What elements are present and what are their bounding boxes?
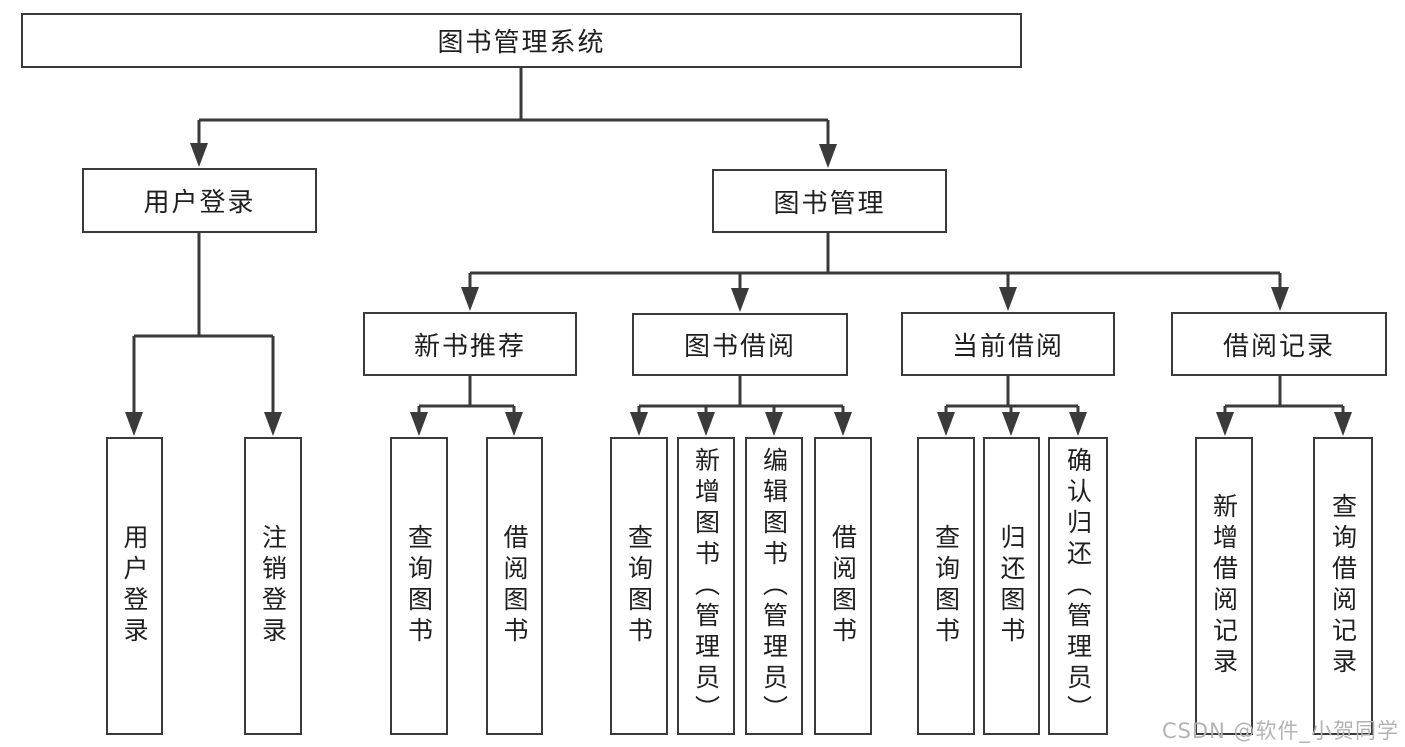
arrowhead <box>190 143 208 167</box>
leaf-query-books-1: 查询图书 <box>390 437 448 735</box>
connector-user-login <box>132 233 275 415</box>
leaf-add-borrow-record: 新增借阅记录 <box>1195 437 1253 735</box>
leaf-query-books-2: 查询图书 <box>610 437 668 735</box>
connector-root <box>197 68 830 147</box>
arrowhead <box>461 287 479 311</box>
arrowhead <box>630 412 648 436</box>
node-current-borrowing: 当前借阅 <box>901 312 1115 376</box>
leaf-return-book: 归还图书 <box>983 437 1040 735</box>
leaf-query-borrow-record-label: 查询借阅记录 <box>1328 493 1358 679</box>
node-borrowing-records-label: 借阅记录 <box>1222 331 1335 362</box>
node-book-management: 图书管理 <box>712 169 947 233</box>
node-new-book-recommend-label: 新书推荐 <box>413 331 526 362</box>
connector-current-borrowing <box>944 376 1080 415</box>
leaf-borrow-books-2: 借阅图书 <box>814 437 872 735</box>
node-borrowing-records: 借阅记录 <box>1171 312 1387 376</box>
arrowhead <box>1002 412 1020 436</box>
leaf-query-books-3-label: 查询图书 <box>931 524 961 648</box>
leaf-logout: 注销登录 <box>244 437 302 735</box>
leaf-logout-label: 注销登录 <box>258 524 288 648</box>
leaf-user-login: 用户登录 <box>106 437 163 735</box>
arrowhead <box>264 412 282 436</box>
leaf-return-book-label: 归还图书 <box>997 524 1026 648</box>
connector-new-book <box>417 376 516 415</box>
arrowhead <box>1334 412 1352 436</box>
arrowhead <box>731 288 749 312</box>
leaf-borrow-books-1-label: 借阅图书 <box>500 524 529 648</box>
leaf-edit-book-admin-label: 编辑图书（管理员） <box>759 446 789 726</box>
node-new-book-recommend: 新书推荐 <box>363 312 577 376</box>
leaf-confirm-return-admin: 确认归还（管理员） <box>1048 437 1108 735</box>
watermark: CSDN @软件_小贺同学 <box>1161 719 1399 743</box>
node-library-system-label: 图书管理系统 <box>437 28 606 58</box>
leaf-borrow-books-2-label: 借阅图书 <box>828 524 858 648</box>
node-current-borrowing-label: 当前借阅 <box>951 331 1064 362</box>
connector-book-borrowing <box>637 376 845 415</box>
node-book-borrowing: 图书借阅 <box>632 313 848 376</box>
arrowhead <box>937 412 955 436</box>
node-user-login-label: 用户登录 <box>143 188 256 218</box>
node-user-login: 用户登录 <box>82 168 317 233</box>
leaf-edit-book-admin: 编辑图书（管理员） <box>745 437 803 735</box>
arrowhead <box>697 412 715 436</box>
node-book-management-label: 图书管理 <box>773 188 886 219</box>
arrowhead <box>1271 287 1289 311</box>
arrowhead <box>834 412 852 436</box>
leaf-user-login-label: 用户登录 <box>120 524 149 648</box>
leaf-add-book-admin: 新增图书（管理员） <box>677 437 735 735</box>
leaf-confirm-return-admin-label: 确认归还（管理员） <box>1063 446 1093 726</box>
arrowhead <box>819 144 837 168</box>
arrowhead <box>505 412 523 436</box>
arrowhead <box>765 412 783 436</box>
leaf-add-borrow-record-label: 新增借阅记录 <box>1209 493 1239 679</box>
connector-borrowing-records <box>1223 376 1345 415</box>
leaf-query-borrow-record: 查询借阅记录 <box>1313 437 1373 735</box>
arrowhead <box>999 287 1017 311</box>
node-book-borrowing-label: 图书借阅 <box>683 332 796 362</box>
leaf-add-book-admin-label: 新增图书（管理员） <box>691 446 721 726</box>
leaf-query-books-1-label: 查询图书 <box>404 524 434 648</box>
leaf-query-books-2-label: 查询图书 <box>624 524 654 648</box>
arrowhead <box>410 412 428 436</box>
leaf-query-books-3: 查询图书 <box>917 437 975 735</box>
arrowhead <box>125 412 143 436</box>
connector-book-management <box>468 233 1282 291</box>
arrowhead <box>1216 412 1234 436</box>
node-library-system: 图书管理系统 <box>21 13 1022 68</box>
arrowhead <box>1069 412 1087 436</box>
leaf-borrow-books-1: 借阅图书 <box>486 437 543 735</box>
